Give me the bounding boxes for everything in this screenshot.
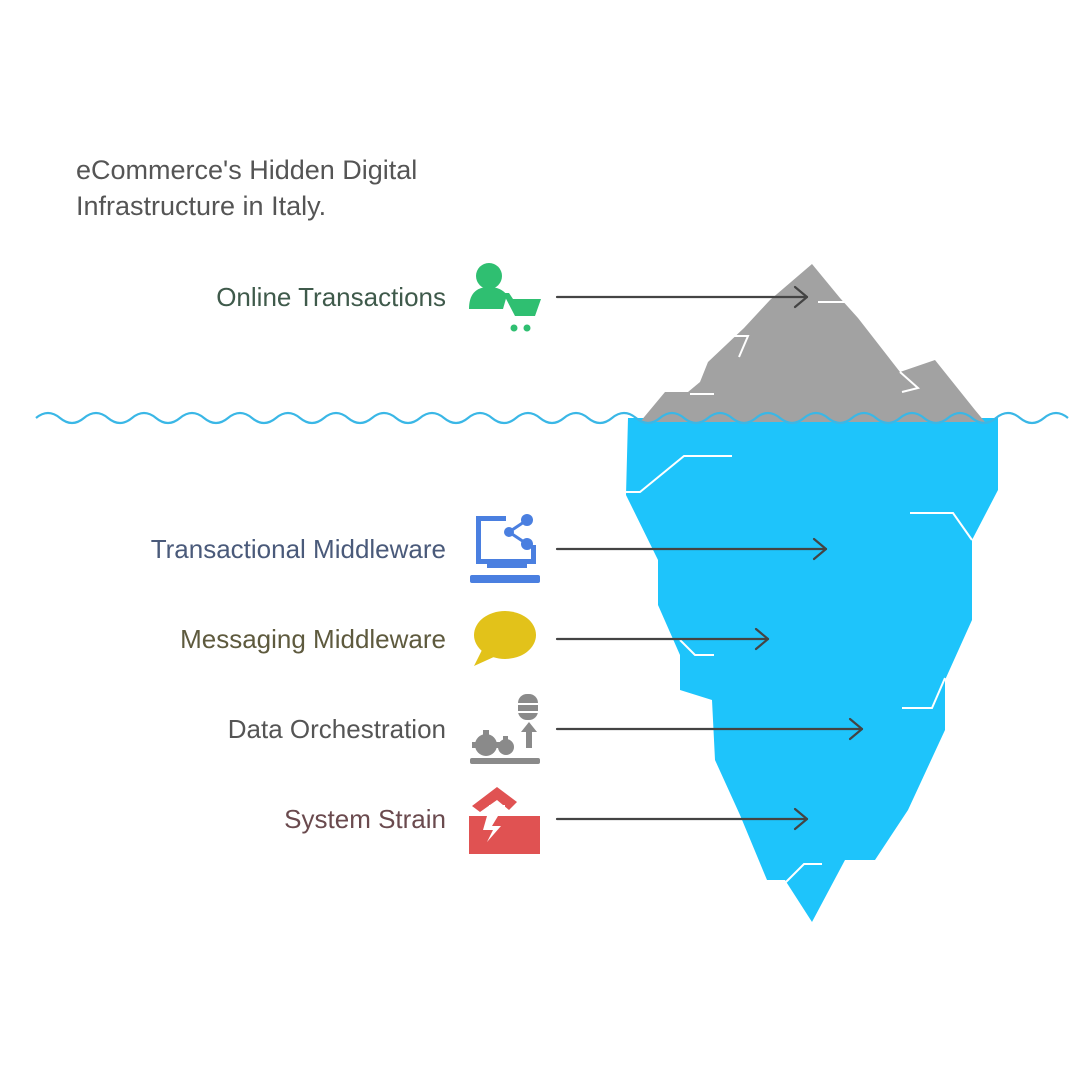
user-cart-icon <box>469 263 541 332</box>
arrow-system-strain <box>555 807 809 831</box>
iceberg-underwater-highlights <box>626 455 973 883</box>
broken-house-icon <box>469 787 540 854</box>
layer-label-messaging-middleware: Messaging Middleware <box>180 624 446 654</box>
title-line-1: eCommerce's Hidden Digital <box>76 155 418 185</box>
arrow-data-orchestration <box>555 717 864 741</box>
iceberg-tip-highlights <box>690 301 921 395</box>
layer-label-transactional-middleware: Transactional Middleware <box>150 534 446 564</box>
gears-database-icon <box>470 694 540 764</box>
water-surface-wave <box>35 411 1069 425</box>
laptop-share-icon <box>470 514 540 583</box>
arrow-messaging-middleware <box>555 627 770 651</box>
layer-label-data-orchestration: Data Orchestration <box>227 714 446 744</box>
layer-label-online-transactions: Online Transactions <box>216 282 446 312</box>
speech-bubble-icon <box>474 611 536 666</box>
arrow-transactional-middleware <box>555 537 828 561</box>
iceberg-tip <box>640 264 985 422</box>
diagram-title: eCommerce's Hidden Digital Infrastructur… <box>76 152 496 224</box>
iceberg-underwater <box>626 418 998 922</box>
title-line-2: Infrastructure in Italy. <box>76 191 327 221</box>
arrow-online-transactions <box>555 285 809 309</box>
layer-label-system-strain: System Strain <box>284 804 446 834</box>
